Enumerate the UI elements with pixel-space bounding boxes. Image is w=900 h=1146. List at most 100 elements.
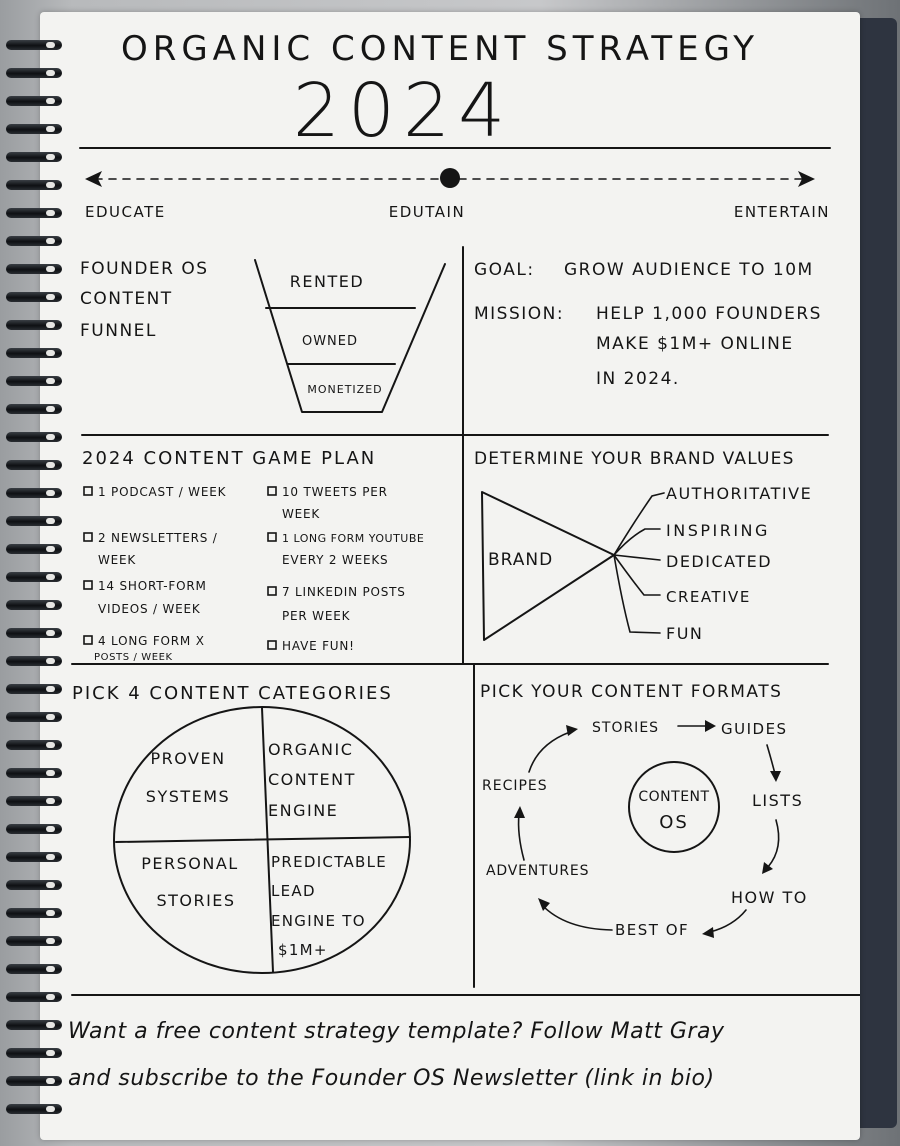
checkbox-icon: [83, 532, 93, 542]
category-proven-line-2: SYSTEMS: [146, 787, 230, 806]
format-best-of: BEST OF: [615, 921, 689, 939]
funnel-heading-line-2: CONTENT: [80, 289, 173, 309]
spiral-ring: [6, 514, 64, 528]
game-plan-right-list: 10 TWEETS PER WEEK 1 LONG FORM YOUTUBE E…: [267, 485, 424, 653]
format-stories: STORIES: [592, 720, 659, 736]
plan-item-linkedin-cont: PER WEEK: [282, 609, 351, 623]
game-plan-heading: 2024 CONTENT GAME PLAN: [82, 448, 376, 469]
branch-line: [613, 492, 665, 556]
funnel-heading-line-3: FUNNEL: [80, 321, 157, 341]
plan-item-long-form-x-cont: POSTS / WEEK: [94, 652, 173, 663]
brand-value-inspiring: INSPIRING: [666, 521, 770, 540]
branch-line: [613, 554, 661, 596]
plan-item-newsletters: 2 NEWSLETTERS /: [98, 531, 218, 545]
format-how-to: HOW TO: [731, 888, 808, 907]
spiral-ring: [6, 122, 64, 136]
plan-item-tweets: 10 TWEETS PER: [282, 485, 388, 499]
spiral-ring: [6, 402, 64, 416]
footer-line-1: Want a free content strategy template? F…: [68, 1019, 725, 1044]
spiral-ring: [6, 94, 64, 108]
brand-branches: [613, 492, 665, 634]
plan-item-newsletters-cont: WEEK: [98, 553, 136, 567]
spiral-ring: [6, 290, 64, 304]
brand-center-label: BRAND: [488, 550, 553, 570]
categories-heading: PICK 4 CONTENT CATEGORIES: [72, 683, 393, 704]
categories-horizontal-divider: [115, 836, 411, 843]
spiral-ring: [6, 1046, 64, 1060]
mission-line-3: IN 2024.: [596, 369, 680, 389]
category-personal-line-2: STORIES: [156, 891, 235, 910]
cycle-arrow: [528, 731, 571, 773]
brand-values-heading: DETERMINE YOUR BRAND VALUES: [474, 449, 795, 469]
formats-center-line-2: OS: [659, 812, 689, 833]
brand-value-dedicated: DEDICATED: [666, 552, 772, 571]
spiral-ring: [6, 710, 64, 724]
spiral-ring: [6, 486, 64, 500]
spiral-ring: [6, 234, 64, 248]
spiral-ring: [6, 374, 64, 388]
formats-center-line-1: CONTENT: [638, 789, 709, 805]
spectrum-center-label: EDUTAIN: [389, 203, 465, 221]
spiral-ring: [6, 318, 64, 332]
spiral-ring: [6, 990, 64, 1004]
formats-center-circle: [628, 761, 720, 853]
footer-line-2: and subscribe to the Founder OS Newslett…: [68, 1066, 715, 1091]
checkbox-icon: [267, 486, 277, 496]
plan-item-long-form-x: 4 LONG FORM X: [98, 634, 205, 648]
category-personal-line-1: PERSONAL: [141, 854, 238, 873]
checkbox-icon: [83, 635, 93, 645]
checkbox-icon: [83, 486, 93, 496]
mission-line-1: HELP 1,000 FOUNDERS: [596, 304, 822, 324]
brand-triangle: [481, 491, 615, 641]
mission-label: MISSION:: [474, 304, 564, 324]
arrow-right-icon: [798, 171, 815, 187]
spiral-ring: [6, 38, 64, 52]
arrow-head-icon: [538, 898, 550, 911]
arrow-head-icon: [770, 771, 781, 782]
spiral-ring: [6, 822, 64, 836]
spiral-ring: [6, 458, 64, 472]
category-organic-line-3: ENGINE: [268, 801, 338, 820]
checkbox-icon: [267, 640, 277, 650]
plan-item-tweets-cont: WEEK: [282, 507, 320, 521]
spiral-ring: [6, 934, 64, 948]
spectrum-right-label: ENTERTAIN: [734, 203, 830, 221]
cycle-arrow: [767, 819, 780, 868]
cycle-arrow: [766, 744, 776, 775]
spiral-ring: [6, 178, 64, 192]
category-organic-line-1: ORGANIC: [268, 740, 353, 759]
spiral-ring: [6, 430, 64, 444]
spiral-ring: [6, 878, 64, 892]
funnel-heading-line-1: FOUNDER OS: [80, 259, 209, 279]
spiral-ring: [6, 598, 64, 612]
spiral-ring: [6, 542, 64, 556]
brand-value-fun: FUN: [666, 624, 703, 643]
spiral-ring: [6, 1102, 64, 1116]
format-adventures: ADVENTURES: [486, 863, 589, 879]
funnel-outline: [254, 259, 446, 413]
spiral-ring: [6, 682, 64, 696]
spiral-ring: [6, 794, 64, 808]
format-guides: GUIDES: [721, 720, 788, 738]
notebook-page: ORGANIC CONTENT STRATEGY 2024 EDUCATE ED…: [40, 12, 860, 1140]
goal-label: GOAL:: [474, 260, 535, 280]
game-plan-left-list: 1 PODCAST / WEEK 2 NEWSLETTERS / WEEK 14…: [83, 485, 226, 663]
checkbox-icon: [267, 532, 277, 542]
spiral-ring: [6, 346, 64, 360]
spiral-ring: [6, 262, 64, 276]
branch-line: [613, 554, 661, 561]
mission-line-2: MAKE $1M+ ONLINE: [596, 334, 794, 354]
checkbox-icon: [83, 580, 93, 590]
category-organic-line-2: CONTENT: [268, 770, 356, 789]
category-predictable-line-3: ENGINE TO: [271, 912, 366, 930]
brand-value-creative: CREATIVE: [666, 588, 751, 606]
cycle-arrow: [541, 904, 613, 931]
spiral-ring: [6, 906, 64, 920]
plan-item-short-form-cont: VIDEOS / WEEK: [98, 602, 201, 616]
spectrum-left-label: EDUCATE: [85, 203, 166, 221]
arrow-head-icon: [702, 927, 714, 938]
page-title: ORGANIC CONTENT STRATEGY: [121, 29, 759, 69]
spectrum-marker: [440, 168, 460, 188]
plan-item-linkedin: 7 LINKEDIN POSTS: [282, 585, 406, 599]
cycle-arrow: [709, 909, 747, 933]
